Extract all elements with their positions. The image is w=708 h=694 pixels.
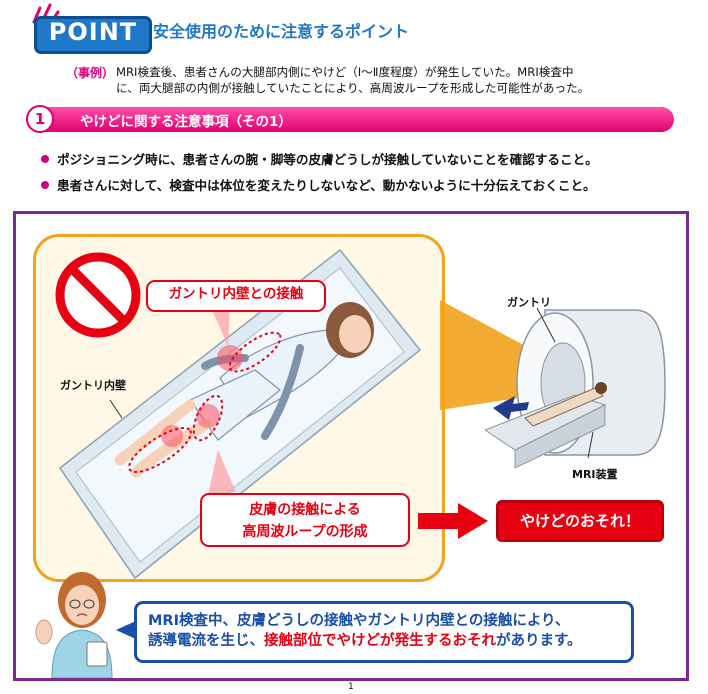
gantry-wall-label: ガントリ内壁 [60,379,126,392]
bullet-dot-icon [41,155,49,163]
speech-text-c: があります。 [496,633,582,649]
bullet-dot-icon [41,181,49,189]
speech-line-2: 誘導電流を生じ、接触部位でやけどが発生するおそれがあります。 [148,631,631,651]
case-description: MRI検査後、患者さんの大腿部内側にやけど（Ⅰ～Ⅱ度程度）が発生していた。MRI… [116,64,686,96]
speech-text-a: 誘導電流を生じ、 [148,633,264,649]
arrow-right-icon [418,503,488,539]
skin-contact-loop-line-2: 高周波ループの形成 [242,524,368,540]
section-number: 1 [26,105,54,133]
mri-device-label: MRI装置 [572,468,618,481]
page-title: 安全使用のために注意するポイント [153,22,410,41]
section-header-bar [26,107,674,132]
nurse-speech-bubble: MRI検査中、皮膚どうしの接触やガントリ内壁との接触により、 誘導電流を生じ、接… [134,601,634,663]
nurse-avatar [35,572,113,678]
skin-contact-loop-line-1: 皮膚の接触による [249,502,361,518]
speech-tail-shape [116,620,138,640]
mri-machine-illustration [485,307,666,469]
burn-risk-warning: やけどのおそれ！ [496,500,664,542]
gantry-contact-callout: ガントリ内壁との接触 [146,280,326,312]
page-number: 1 [348,682,354,692]
point-logo: POINT [34,16,152,54]
case-line-2: に、両大腿部の内側が接触していたことにより、高周波ループを形成した可能性があった… [116,81,590,95]
speech-line-1: MRI検査中、皮膚どうしの接触やガントリ内壁との接触により、 [148,613,570,629]
speech-highlight: 接触部位でやけどが発生するおそれ [264,633,496,649]
section-title: やけどに関する注意事項（その1） [80,114,292,130]
prohibition-icon [55,252,141,338]
gantry-label: ガントリ [507,296,551,309]
patient-on-table-illustration [55,248,422,580]
skin-contact-loop-callout: 皮膚の接触による 高周波ループの形成 [200,493,410,547]
case-line-1: MRI検査後、患者さんの大腿部内側にやけど（Ⅰ～Ⅱ度程度）が発生していた。MRI… [116,65,574,79]
illustration-frame [13,211,689,681]
case-label: （事例） [66,66,115,80]
precaution-item-1: ポジショニング時に、患者さんの腕・脚等の皮膚どうしが接触していないことを確認する… [57,152,598,167]
precaution-item-2: 患者さんに対して、検査中は体位を変えたりしないなど、動かないように十分伝えておく… [57,178,596,193]
